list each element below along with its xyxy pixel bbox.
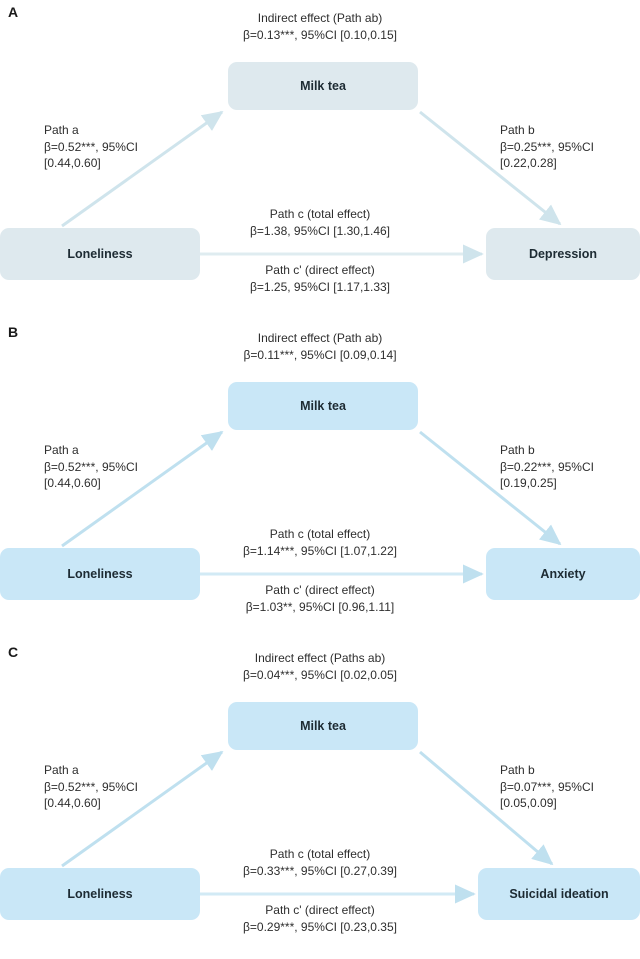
panel-c-arrows — [61, 750, 554, 904]
annotation-path-c: Path c (total effect) β=1.14***, 95%CI [… — [0, 526, 640, 559]
annotation-path-c-prime: Path c' (direct effect) β=1.25, 95%CI [1… — [0, 262, 640, 295]
indirect-value: β=0.04***, 95%CI [0.02,0.05] — [242, 667, 397, 682]
indirect-title: Indirect effect (Path ab) — [257, 11, 383, 25]
path-c-value: β=0.33***, 95%CI [0.27,0.39] — [242, 863, 397, 878]
path-a-ci: [0.44,0.60] — [44, 156, 101, 171]
node-source: Loneliness — [0, 868, 200, 920]
arrow-path-a — [61, 430, 224, 548]
arrow-path-b — [419, 110, 562, 226]
path-b-title: Path b — [500, 443, 535, 457]
annotation-path-a: Path a β=0.52***, 95%CI [0.44,0.60] — [44, 122, 138, 172]
node-source: Loneliness — [0, 228, 200, 280]
arrow-path-a — [61, 110, 224, 228]
path-c-value: β=1.38, 95%CI [1.30,1.46] — [250, 223, 390, 238]
indirect-value: β=0.11***, 95%CI [0.09,0.14] — [243, 347, 397, 362]
panel-b-arrows — [61, 430, 562, 584]
path-c-title: Path c (total effect) — [269, 207, 371, 221]
panel-b: B Milk tea Loneliness Anxiety Indirect e… — [0, 320, 640, 639]
annotation-path-c-prime: Path c' (direct effect) β=1.03**, 95%CI … — [0, 582, 640, 615]
annotation-indirect-effect: Indirect effect (Path ab) β=0.11***, 95%… — [0, 330, 640, 363]
path-b-ci: [0.22,0.28] — [500, 156, 557, 171]
path-b-ci: [0.19,0.25] — [500, 476, 557, 491]
node-mediator: Milk tea — [228, 702, 418, 750]
annotation-path-b: Path b β=0.07***, 95%CI [0.05,0.09] — [500, 762, 594, 812]
arrow-path-a — [61, 750, 224, 868]
path-c-title: Path c (total effect) — [269, 847, 371, 861]
path-cp-title: Path c' (direct effect) — [265, 583, 375, 597]
panel-c: C Milk tea Loneliness Suicidal ideation … — [0, 640, 640, 959]
annotation-path-b: Path b β=0.22***, 95%CI [0.19,0.25] — [500, 442, 594, 492]
annotation-path-c: Path c (total effect) β=0.33***, 95%CI [… — [0, 846, 640, 879]
annotation-path-b: Path b β=0.25***, 95%CI [0.22,0.28] — [500, 122, 594, 172]
path-cp-value: β=1.03**, 95%CI [0.96,1.11] — [245, 599, 395, 614]
node-source: Loneliness — [0, 548, 200, 600]
annotation-path-a: Path a β=0.52***, 95%CI [0.44,0.60] — [44, 762, 138, 812]
path-b-ci: [0.05,0.09] — [500, 796, 557, 811]
path-b-title: Path b — [500, 763, 535, 777]
path-cp-value: β=0.29***, 95%CI [0.23,0.35] — [242, 919, 397, 934]
path-a-value: β=0.52***, 95%CI — [44, 139, 138, 154]
path-b-value: β=0.07***, 95%CI — [500, 779, 594, 794]
path-a-value: β=0.52***, 95%CI — [44, 459, 138, 474]
path-b-value: β=0.22***, 95%CI — [500, 459, 594, 474]
path-b-title: Path b — [500, 123, 535, 137]
arrow-path-b — [419, 750, 554, 866]
path-cp-title: Path c' (direct effect) — [265, 903, 375, 917]
indirect-title: Indirect effect (Path ab) — [257, 331, 383, 345]
path-b-value: β=0.25***, 95%CI — [500, 139, 594, 154]
panel-a: A Milk tea Loneliness Depression Indirec… — [0, 0, 640, 319]
annotation-indirect-effect: Indirect effect (Paths ab) β=0.04***, 95… — [0, 650, 640, 683]
path-a-title: Path a — [44, 763, 79, 777]
node-outcome: Depression — [486, 228, 640, 280]
path-a-ci: [0.44,0.60] — [44, 476, 101, 491]
panel-label-a: A — [8, 4, 19, 20]
path-c-value: β=1.14***, 95%CI [1.07,1.22] — [242, 543, 397, 558]
panel-label-c: C — [8, 644, 19, 660]
indirect-title: Indirect effect (Paths ab) — [254, 651, 386, 665]
annotation-path-a: Path a β=0.52***, 95%CI [0.44,0.60] — [44, 442, 138, 492]
path-a-ci: [0.44,0.60] — [44, 796, 101, 811]
indirect-value: β=0.13***, 95%CI [0.10,0.15] — [242, 27, 397, 42]
path-cp-value: β=1.25, 95%CI [1.17,1.33] — [250, 279, 390, 294]
arrow-path-b — [419, 430, 562, 546]
node-mediator: Milk tea — [228, 382, 418, 430]
path-a-title: Path a — [44, 443, 79, 457]
node-outcome: Suicidal ideation — [478, 868, 640, 920]
path-c-title: Path c (total effect) — [269, 527, 371, 541]
node-mediator: Milk tea — [228, 62, 418, 110]
panel-a-arrows — [61, 110, 562, 264]
node-outcome: Anxiety — [486, 548, 640, 600]
annotation-indirect-effect: Indirect effect (Path ab) β=0.13***, 95%… — [0, 10, 640, 43]
panel-label-b: B — [8, 324, 19, 340]
path-a-title: Path a — [44, 123, 79, 137]
path-a-value: β=0.52***, 95%CI — [44, 779, 138, 794]
annotation-path-c: Path c (total effect) β=1.38, 95%CI [1.3… — [0, 206, 640, 239]
annotation-path-c-prime: Path c' (direct effect) β=0.29***, 95%CI… — [0, 902, 640, 935]
path-cp-title: Path c' (direct effect) — [265, 263, 375, 277]
